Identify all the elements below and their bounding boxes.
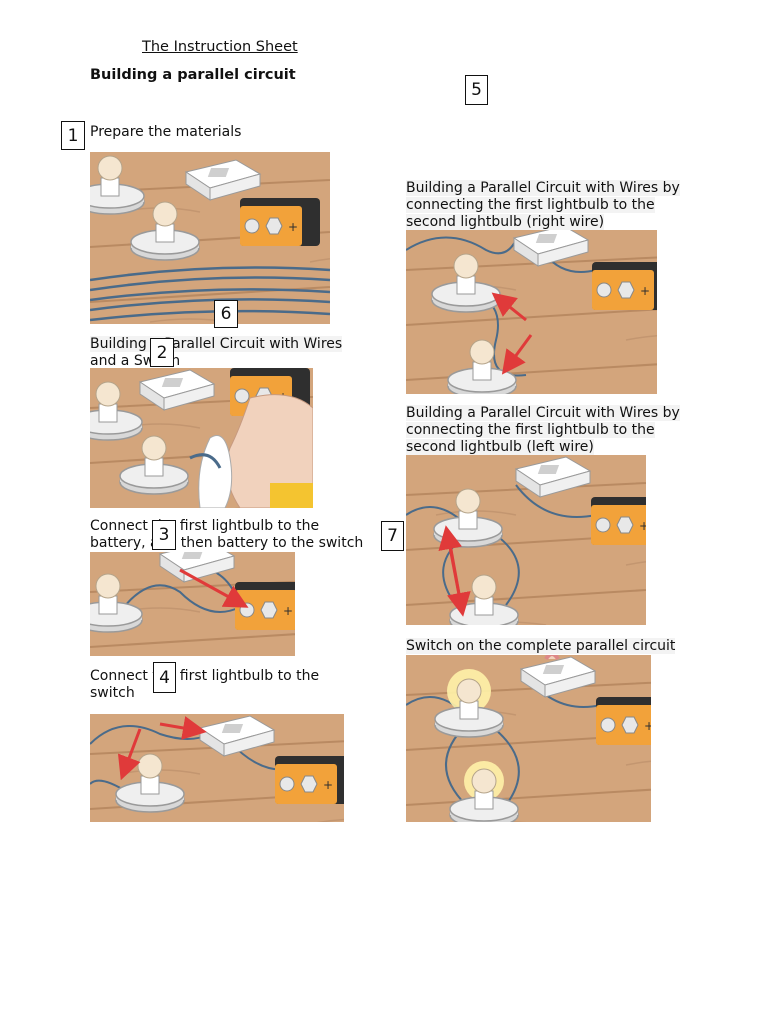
right-wire-illustration bbox=[406, 230, 657, 394]
step-4-badge: 4 bbox=[153, 662, 176, 693]
step-3-caption-line-1: Connect the first lightbulb to the bbox=[90, 518, 320, 534]
bulb-switch-illustration bbox=[90, 714, 344, 822]
step-5-caption-line-3: second lightbulb (right wire) bbox=[406, 214, 605, 230]
step-7-caption-text: Switch on the complete parallel circuit bbox=[406, 638, 676, 654]
step-1-caption: Prepare the materials bbox=[90, 124, 242, 140]
step-5-badge: 5 bbox=[465, 75, 488, 105]
step-4-caption-line-2: switch bbox=[90, 685, 135, 701]
step-2-caption-line-1: Building a Parallel Circuit with Wires bbox=[90, 336, 343, 352]
step-4-caption: Connect the first lightbulb to the switc… bbox=[90, 668, 319, 702]
step-2-caption: Building a Parallel Circuit with Wires a… bbox=[90, 336, 343, 370]
step-6-caption-line-1: Building a Parallel Circuit with Wires b… bbox=[406, 405, 680, 421]
step-6-badge: 6 bbox=[214, 300, 238, 328]
step-4-caption-line-1: Connect the first lightbulb to the bbox=[90, 668, 320, 684]
page-subtitle: Building a parallel circuit bbox=[90, 67, 296, 83]
materials-illustration bbox=[90, 152, 330, 324]
step-7-caption: Switch on the complete parallel circuit bbox=[406, 638, 676, 655]
page-title: The Instruction Sheet bbox=[142, 39, 298, 55]
complete-circuit-illustration bbox=[406, 655, 651, 822]
step-5-caption-line-1: Building a Parallel Circuit with Wires b… bbox=[406, 180, 680, 196]
step-6-caption: Building a Parallel Circuit with Wires b… bbox=[406, 405, 680, 456]
step-6-caption-line-3: second lightbulb (left wire) bbox=[406, 439, 594, 455]
step-3-badge: 3 bbox=[152, 520, 176, 550]
left-wire-illustration bbox=[406, 455, 646, 625]
step-1-badge: 1 bbox=[61, 121, 85, 150]
step-5-caption: Building a Parallel Circuit with Wires b… bbox=[406, 180, 680, 231]
step-5-caption-line-2: connecting the first lightbulb to the bbox=[406, 197, 655, 213]
step-2-badge: 2 bbox=[150, 338, 174, 367]
step-3-caption-line-2: battery, and then battery to the switch bbox=[90, 535, 364, 551]
step-3-caption: Connect the first lightbulb to the batte… bbox=[90, 518, 363, 552]
bulb-battery-illustration bbox=[90, 552, 295, 656]
wire-switch-illustration bbox=[90, 368, 313, 508]
step-6-caption-line-2: connecting the first lightbulb to the bbox=[406, 422, 655, 438]
step-7-badge: 7 bbox=[381, 521, 404, 551]
